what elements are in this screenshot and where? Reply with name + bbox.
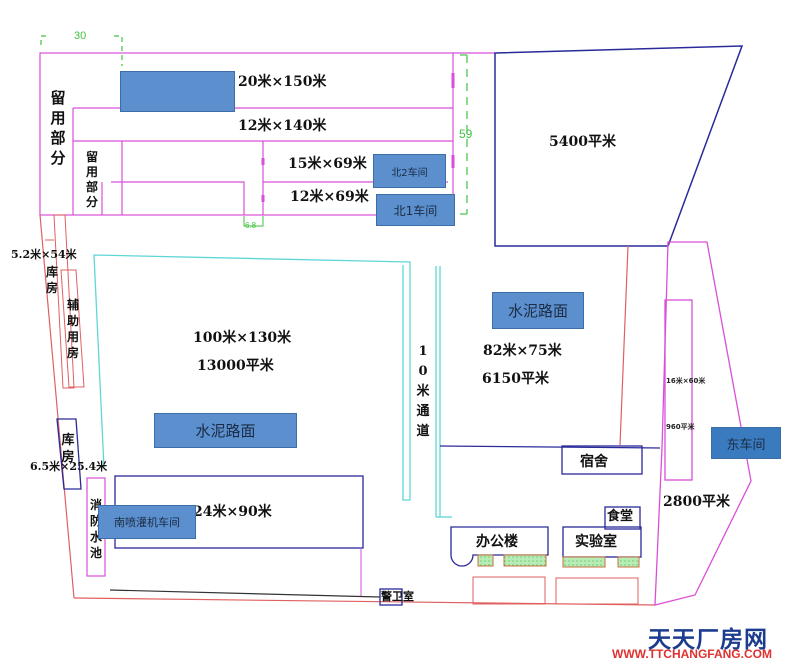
east-strip-area-label: 2800平米 bbox=[663, 494, 730, 510]
dormitory-label: 宿舍 bbox=[580, 454, 608, 470]
central-road-outline bbox=[93, 254, 452, 518]
northeast-area-label: 5400平米 bbox=[549, 134, 616, 150]
central-cement-road: 水泥路面 bbox=[154, 413, 297, 448]
dimension-30-label: 30 bbox=[74, 30, 87, 42]
east-inner-area-label: 960平米 bbox=[666, 423, 695, 431]
north-strip-block bbox=[120, 71, 235, 112]
strip-12x140-label: 12米×140米 bbox=[238, 118, 327, 134]
east-workshop: 东车间 bbox=[711, 427, 781, 459]
strip-15x69-label: 15米×69米 bbox=[288, 156, 367, 172]
east-strip-outline bbox=[654, 241, 752, 606]
dimension-30 bbox=[40, 35, 123, 66]
north2-workshop: 北2车间 bbox=[373, 154, 446, 188]
dimension-6-8-label: 6.8 bbox=[245, 221, 257, 230]
east-central-dim-label: 82米×75米 bbox=[483, 343, 562, 359]
warehouse-1-label: 库房 bbox=[45, 265, 58, 295]
central-dim-label: 100米×130米 bbox=[193, 330, 292, 346]
watermark-site-name: 天天厂房网 bbox=[648, 627, 768, 653]
reserved-area-inner-label: 留用部分 bbox=[85, 150, 98, 209]
office-building-label: 办公楼 bbox=[476, 534, 518, 550]
passage-label: 10米通道 bbox=[416, 344, 430, 439]
central-area-label: 13000平米 bbox=[197, 358, 274, 374]
northeast-plot bbox=[494, 45, 744, 247]
east-inner-dim-label: 16米×60米 bbox=[666, 377, 706, 385]
dimension-59-label: 59 bbox=[459, 127, 473, 141]
warehouse-2-label: 库房 bbox=[61, 433, 75, 465]
east-central-area-label: 6150平米 bbox=[482, 371, 549, 387]
warehouse-2-outline bbox=[56, 418, 82, 490]
south-irrigation-workshop: 南喷灌机车间 bbox=[98, 505, 196, 539]
north1-workshop: 北1车间 bbox=[376, 194, 455, 226]
lab-label: 实验室 bbox=[575, 534, 617, 550]
warehouse-2-dim-label: 6.5米×25.4米 bbox=[30, 460, 108, 473]
strip-20x150-label: 20米×150米 bbox=[238, 74, 327, 90]
strip-12x69-label: 12米×69米 bbox=[290, 189, 369, 205]
guard-room-label: 警卫室 bbox=[381, 590, 414, 603]
south-building-dim-label: 24米×90米 bbox=[193, 504, 272, 520]
north-area-lines bbox=[39, 52, 495, 216]
warehouse-1-dim-label: 5.2米×54米 bbox=[11, 248, 77, 261]
east-cement-road: 水泥路面 bbox=[492, 292, 584, 329]
reserved-area-outer-label: 留用部分 bbox=[50, 89, 66, 167]
auxiliary-room-label: 辅助用房 bbox=[66, 298, 79, 360]
watermark-url: WWW.TTCHANGFANG.COM bbox=[612, 647, 772, 661]
dimension-59 bbox=[460, 54, 468, 215]
canteen-label: 食堂 bbox=[607, 509, 634, 524]
dimension-6-8 bbox=[243, 216, 264, 227]
